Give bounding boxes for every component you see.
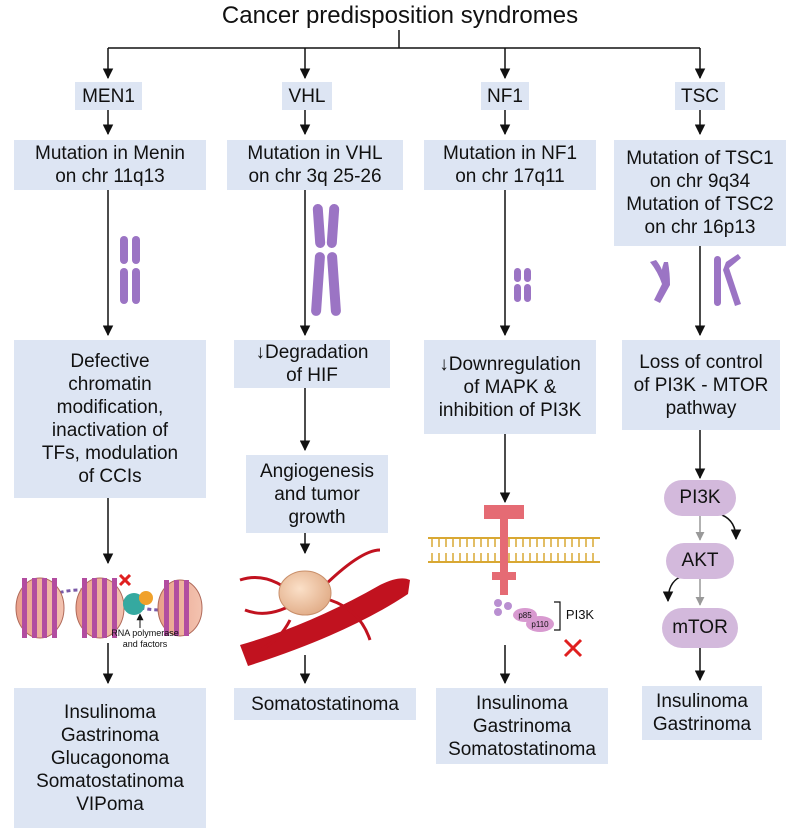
diagram-title: Cancer predisposition syndromes — [221, 2, 579, 29]
pathway-node-mtor: mTOR — [662, 608, 738, 648]
tumor-box-vhl: Somatostatinoma — [234, 688, 416, 720]
pathway-node-akt: AKT — [666, 543, 734, 579]
syndrome-label-tsc: TSC — [675, 82, 725, 110]
pi3k-annotation: PI3K — [565, 607, 595, 622]
p85-label: p85 — [518, 611, 532, 620]
receptor-membrane-illustration — [428, 505, 600, 658]
nucleosome-illustration — [15, 573, 203, 639]
chromosome-icon — [650, 254, 741, 306]
syndrome-label-nf1: NF1 — [481, 82, 529, 110]
syndrome-label-men1: MEN1 — [75, 82, 142, 110]
chromosome-icon — [514, 268, 531, 302]
chromosome-icon — [120, 236, 140, 304]
top-tree-connectors — [102, 30, 706, 685]
pathway-node-pi3k: PI3K — [664, 480, 736, 516]
tumor-vessel-illustration — [239, 548, 410, 666]
p110-label: p110 — [531, 620, 549, 629]
syndrome-label-vhl: VHL — [282, 82, 332, 110]
chromosome-icon — [311, 204, 341, 316]
